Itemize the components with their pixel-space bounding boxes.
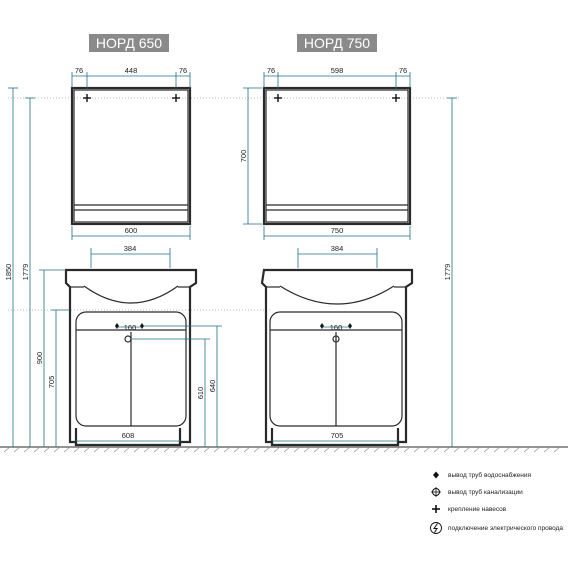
dim-right-pipe-gap: 160 (330, 323, 343, 332)
legend-item-water: вывод труб водоснабжения (433, 471, 531, 479)
hanging-mount-icon (392, 94, 400, 102)
right-pipe-gap: 160 (322, 323, 350, 332)
legend-label-sewer: вывод труб канализации (448, 488, 523, 496)
dim-right-inner: 598 (331, 66, 344, 75)
dim-left-cabinet-height: 705 (47, 376, 56, 389)
right-top-dimensions: 76 598 76 (263, 66, 411, 90)
legend-label-mount: крепление навесов (448, 506, 507, 513)
title-right-bg (297, 34, 377, 52)
dim-right-mirror-height: 700 (239, 150, 248, 163)
right-vertical-dimension: 1779 (443, 97, 457, 447)
left-base-width: 608 (76, 431, 180, 442)
electric-icon (430, 522, 442, 534)
left-vanity (64, 268, 198, 447)
sewer-outlet-icon (431, 487, 441, 497)
dim-left-inner: 448 (125, 66, 138, 75)
dim-left-mirror-width: 600 (125, 226, 138, 235)
sewer-outlet-icon (124, 335, 132, 343)
left-top-dimensions: 76 448 76 (71, 66, 191, 90)
left-mirror (70, 86, 192, 226)
left-vertical-dimensions: 1850 1779 900 705 610 640 (4, 87, 222, 447)
left-mirror-width: 600 (71, 226, 191, 240)
dim-right-mount-height: 1779 (443, 264, 452, 281)
right-sink-holes: 384 (297, 244, 378, 268)
title-left: НОРД 650 (96, 35, 162, 51)
dim-left-total-height: 1850 (4, 264, 13, 281)
hanging-mount-icon (83, 94, 91, 102)
dim-right-sink-holes: 384 (331, 244, 344, 253)
title-right: НОРД 750 (304, 35, 370, 51)
hanging-mount-icon (432, 505, 440, 513)
hanging-mount-icon (172, 94, 180, 102)
dim-right-margin-l: 76 (267, 66, 275, 75)
left-pipe-gap: 160 (117, 323, 142, 332)
legend-label-electric: подключение электрического провода (448, 525, 563, 532)
dim-left-margin-l: 76 (75, 66, 83, 75)
water-outlet-icon (320, 323, 352, 329)
water-outlet-icon (433, 471, 439, 479)
dim-right-mirror-width: 750 (331, 226, 344, 235)
dim-left-sink-height: 900 (35, 352, 44, 365)
left-sink-holes: 384 (90, 244, 171, 268)
dim-left-inlet-height: 640 (208, 380, 217, 393)
right-mirror-height: 700 (239, 87, 262, 225)
dim-left-margin-r: 76 (179, 66, 187, 75)
dim-right-base-width: 705 (331, 431, 344, 440)
water-outlet-icon (115, 323, 144, 329)
floor (0, 446, 568, 453)
dim-left-base-width: 608 (122, 431, 135, 440)
right-mirror-width: 750 (263, 226, 411, 240)
title-left-bg (89, 34, 169, 52)
dim-left-sink-holes: 384 (124, 244, 137, 253)
legend-item-sewer: вывод труб канализации (431, 487, 523, 497)
right-vanity (260, 268, 414, 447)
dim-right-margin-r: 76 (399, 66, 407, 75)
legend-label-water: вывод труб водоснабжения (448, 471, 531, 479)
hanging-mount-icon (274, 94, 282, 102)
dim-left-mount-height: 1779 (21, 264, 30, 281)
dim-left-drain-height: 610 (196, 387, 205, 400)
dim-left-pipe-gap: 160 (124, 323, 137, 332)
sewer-outlet-icon (332, 335, 340, 343)
right-base-width: 705 (272, 431, 398, 442)
legend-item-mount: крепление навесов (432, 505, 507, 513)
legend-item-electric: подключение электрического провода (430, 522, 563, 534)
legend: вывод труб водоснабжения вывод труб кана… (430, 471, 563, 534)
right-mirror (262, 86, 412, 226)
